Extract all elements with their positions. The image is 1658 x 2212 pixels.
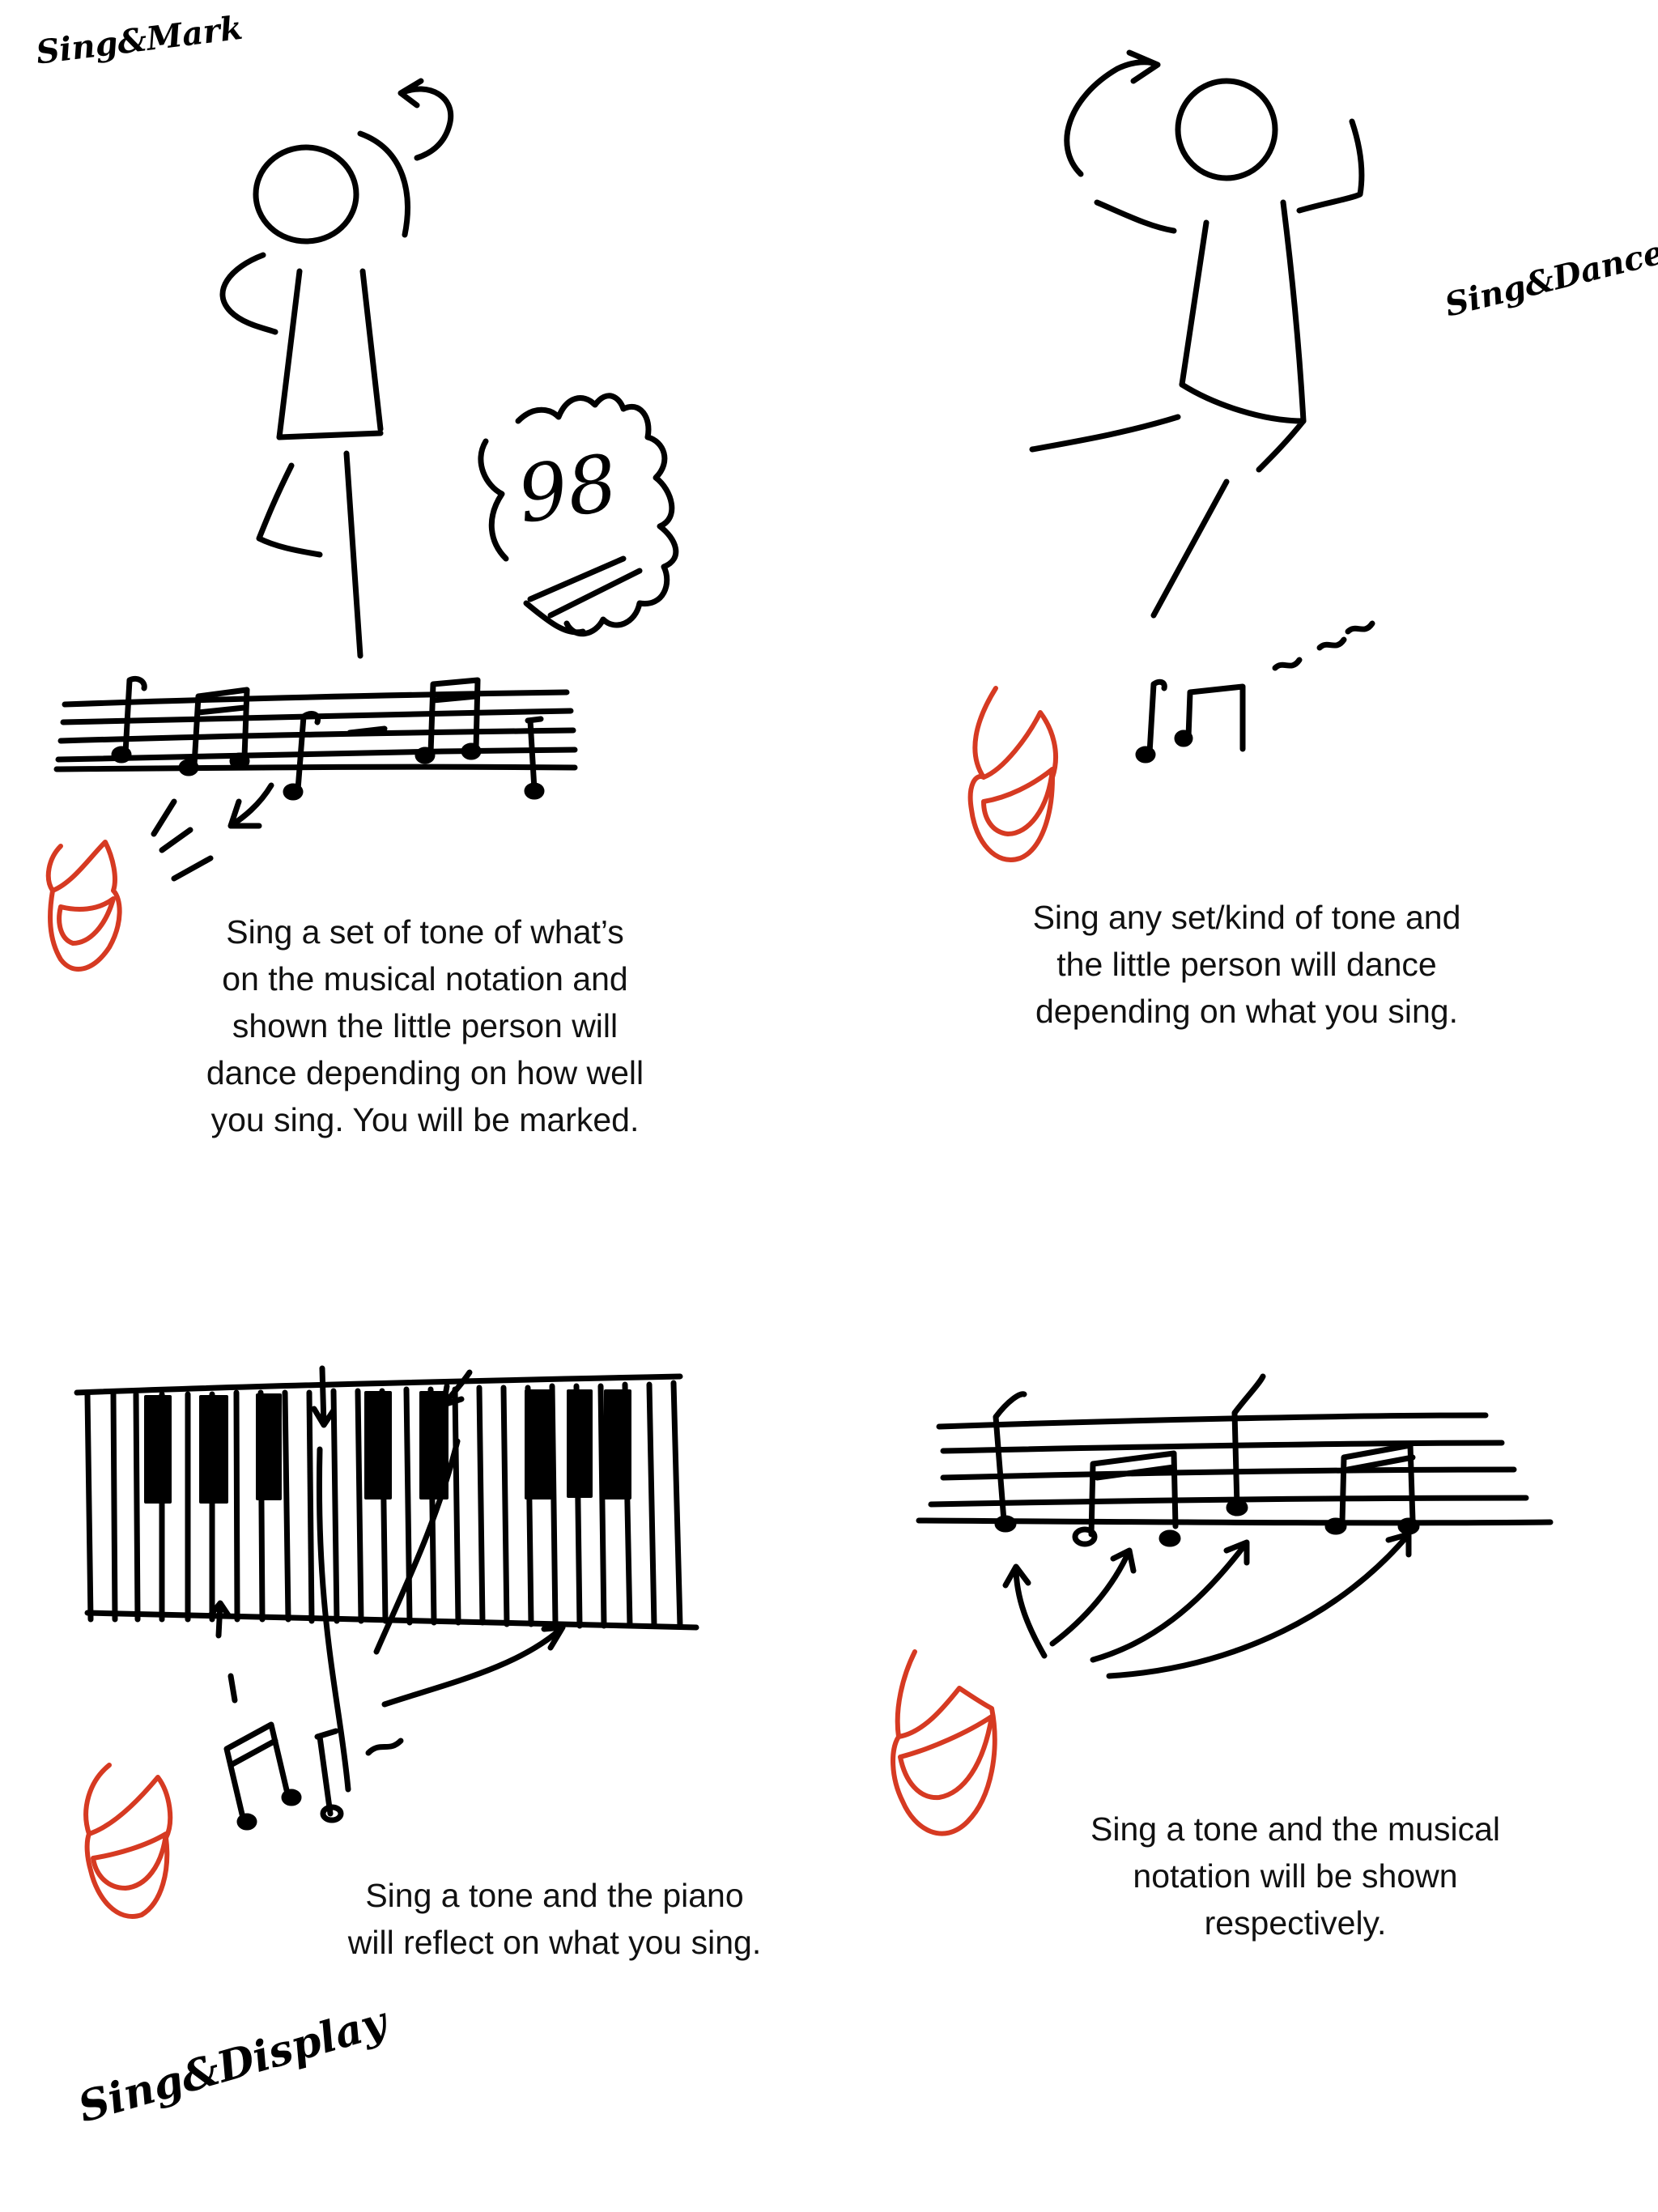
figure-left-arm [1094,199,1177,234]
sing-display-caption: Sing a tone and the piano will reflect o… [347,1877,762,1961]
figure-hip [276,430,384,440]
figure-bent-leg [256,462,323,558]
jumping-figure [1029,49,1365,619]
sing-notation-caption: Sing a tone and the musical notation wil… [1090,1810,1500,1942]
notation-arrows [1002,1531,1412,1679]
figure-head [253,144,359,245]
figure-body-right [359,268,384,432]
sing-dance-caption: Sing any set/kind of tone and the little… [1032,899,1461,1030]
lips-icon [891,1649,997,1836]
sound-wave-lines [151,798,214,882]
lips-icon [83,1763,173,1919]
score-burst-outline [478,393,679,637]
spin-arrow-icon [1064,49,1161,177]
figure-hip [1179,381,1307,473]
figure-body-right [1280,199,1307,424]
figure-down-leg [1150,479,1230,619]
score-burst [478,393,679,637]
figure-head [1175,78,1278,181]
figure-kick-leg [1029,414,1181,453]
spin-arrow-icon [397,78,454,161]
floating-notes [1135,620,1375,764]
figure-body-left [1179,219,1209,388]
figure-body-left [276,268,303,440]
sing-mark-caption: Sing a set of tone of what’s on the musi… [206,913,644,1138]
figure-motion-arc [357,130,410,238]
score-value: 98 [512,437,623,541]
staff-notes [111,675,545,801]
piano-arrows [207,1365,566,1793]
sound-arrow [227,782,274,829]
lips-icon [967,686,1059,862]
musical-staff [53,689,578,772]
figure-left-arm [219,252,278,335]
dancing-figure [219,78,454,659]
sing-display-panel [74,1365,699,1919]
score-underline [523,555,643,636]
sing-mark-panel [45,78,679,972]
figure-straight-leg [343,450,363,659]
lips-icon [45,840,122,972]
sing-notation-panel [891,1373,1554,1836]
musical-staff [916,1412,1554,1526]
sing-dance-panel [967,49,1375,862]
black-keys [144,1389,631,1504]
piano-top-edge [74,1373,683,1396]
figure-right-arm [1296,118,1365,214]
piano-keyboard [74,1373,699,1631]
sung-notes [223,1721,404,1831]
staff-notes [993,1373,1420,1547]
